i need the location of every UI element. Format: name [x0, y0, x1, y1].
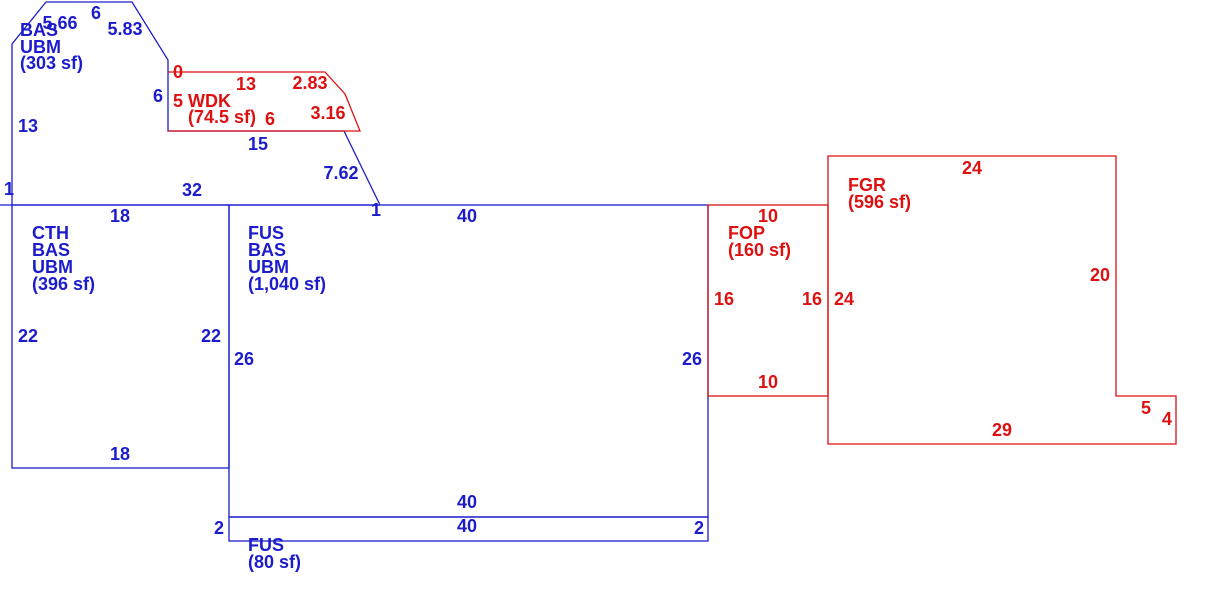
bas-upper-label-line1: BAS — [20, 20, 58, 40]
living-area-outlines — [0, 1, 709, 542]
fus-small-label-line1: FUS — [248, 535, 284, 555]
dim-fus-top: 40 — [457, 206, 477, 226]
dim-bas-right-6: 6 — [153, 86, 163, 106]
dim-fop-left: 16 — [714, 289, 734, 309]
bas-upper-area: (303 sf) — [20, 53, 83, 73]
dim-fgr-top: 24 — [962, 158, 982, 178]
fus-main-outline — [228, 204, 709, 518]
dim-fus-bottom: 40 — [457, 492, 477, 512]
dim-fus2-right: 2 — [694, 518, 704, 538]
fus-main-label-line1: FUS — [248, 223, 284, 243]
dim-cth-bottom: 18 — [110, 444, 130, 464]
cth-area: (396 sf) — [32, 274, 95, 294]
dim-wdk-6: 6 — [265, 109, 275, 129]
fus-main-label-line3: UBM — [248, 257, 289, 277]
dim-bas-top-c: 5.83 — [107, 19, 142, 39]
fgr-label-line1: FGR — [848, 175, 886, 195]
wdk-label-line1: WDK — [188, 91, 231, 111]
dim-bas-right-1: 1 — [371, 200, 381, 220]
exterior-area-outlines — [168, 71, 1177, 445]
dim-fop-right: 16 — [802, 289, 822, 309]
fus-main-label-line2: BAS — [248, 240, 286, 260]
dim-wdk-316: 3.16 — [310, 103, 345, 123]
dim-fop-top: 10 — [758, 206, 778, 226]
dim-fgr-left: 24 — [834, 289, 854, 309]
dim-bas-left-13: 13 — [18, 116, 38, 136]
fus-main-area: (1,040 sf) — [248, 274, 326, 294]
dim-fus2-top: 40 — [457, 516, 477, 536]
fop-label-line1: FOP — [728, 223, 765, 243]
dim-bas-top-b: 6 — [91, 3, 101, 23]
fop-area: (160 sf) — [728, 240, 791, 260]
dim-fgr-bottom: 29 — [992, 420, 1012, 440]
dim-fgr-right: 20 — [1090, 265, 1110, 285]
wdk-outline — [168, 71, 361, 132]
dim-cth-left: 22 — [18, 326, 38, 346]
dim-fus2-left: 2 — [214, 518, 224, 538]
cth-label-line1: CTH — [32, 223, 69, 243]
dim-fgr-step-4: 4 — [1162, 409, 1172, 429]
dim-wdk-13: 13 — [236, 74, 256, 94]
dim-bas-base-32: 32 — [182, 180, 202, 200]
fgr-area: (596 sf) — [848, 192, 911, 212]
dim-wdk-0: 0 — [173, 62, 183, 82]
fus-small-outline — [228, 516, 709, 542]
dim-fus-left: 26 — [234, 349, 254, 369]
dim-bas-bottom-15: 15 — [248, 134, 268, 154]
dim-cth-right: 22 — [201, 326, 221, 346]
dim-wdk-5: 5 — [173, 91, 183, 111]
dim-fus-right: 26 — [682, 349, 702, 369]
bas-upper-label-line2: UBM — [20, 37, 61, 57]
dim-bas-top-a: 5.66 — [42, 13, 77, 33]
cth-label-line3: UBM — [32, 257, 73, 277]
fus-small-area: (80 sf) — [248, 552, 301, 572]
dim-bas-left-1: 1 — [4, 179, 14, 199]
wdk-area: (74.5 sf) — [188, 107, 256, 127]
cth-label-line2: BAS — [32, 240, 70, 260]
fgr-outline — [827, 155, 1177, 445]
dim-cth-top: 18 — [110, 206, 130, 226]
dim-bas-diag: 7.62 — [323, 163, 358, 183]
dim-wdk-283: 2.83 — [292, 73, 327, 93]
dim-fgr-step-5: 5 — [1141, 398, 1151, 418]
dim-fop-bottom: 10 — [758, 372, 778, 392]
